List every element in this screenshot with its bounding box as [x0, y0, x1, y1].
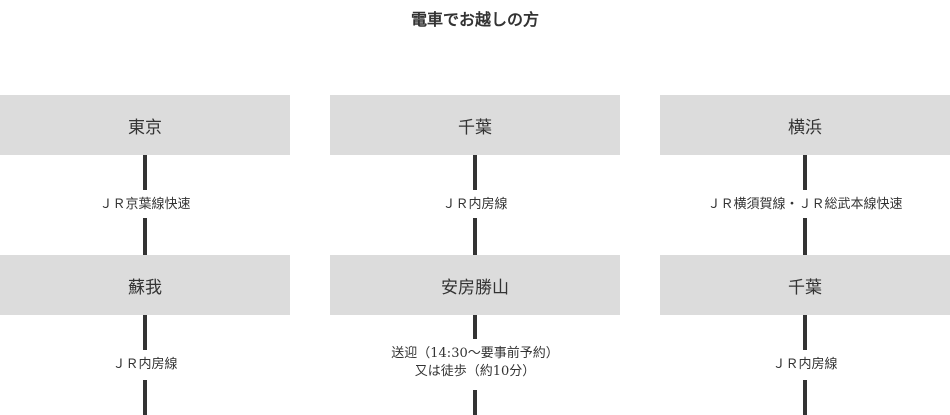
- route-line: [803, 218, 807, 255]
- page-title: 電車でお越しの方: [410, 10, 539, 29]
- route-line: [803, 155, 807, 190]
- station-box: 蘇我: [0, 255, 290, 315]
- route-line: [473, 390, 477, 415]
- route-line: [143, 315, 147, 350]
- route-line: [143, 155, 147, 190]
- route-line: [803, 315, 807, 350]
- route-column-chiba: 千葉 ＪＲ内房線 安房勝山 送迎（14:30〜要事前予約） 又は徒歩（約10分）: [330, 0, 620, 415]
- route-label: ＪＲ京葉線快速: [99, 197, 191, 212]
- route-label: ＪＲ内房線: [112, 357, 178, 372]
- route-label-secondary: 又は徒歩（約10分）: [414, 364, 536, 379]
- route-line: [143, 218, 147, 255]
- station-box: 千葉: [330, 95, 620, 155]
- route-label: ＪＲ横須賀線・ＪＲ総武本線快速: [707, 197, 903, 212]
- station-box: 横浜: [660, 95, 950, 155]
- route-line: [473, 155, 477, 190]
- route-label: ＪＲ内房線: [772, 357, 838, 372]
- route-line: [473, 315, 477, 339]
- station-box: 東京: [0, 95, 290, 155]
- route-label: 送迎（14:30〜要事前予約）: [391, 346, 559, 361]
- route-column-tokyo: 東京 ＪＲ京葉線快速 蘇我 ＪＲ内房線: [0, 0, 290, 415]
- route-column-yokohama: 横浜 ＪＲ横須賀線・ＪＲ総武本線快速 千葉 ＪＲ内房線: [660, 0, 950, 415]
- station-box: 千葉: [660, 255, 950, 315]
- station-box: 安房勝山: [330, 255, 620, 315]
- route-line: [803, 380, 807, 415]
- route-line: [473, 218, 477, 255]
- route-label: ＪＲ内房線: [442, 197, 508, 212]
- route-line: [143, 380, 147, 415]
